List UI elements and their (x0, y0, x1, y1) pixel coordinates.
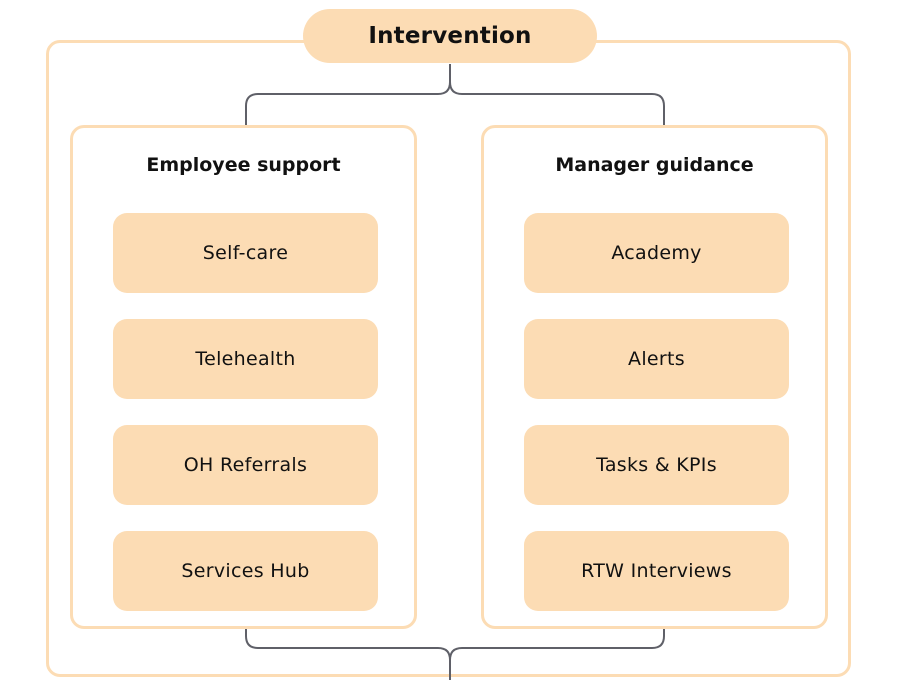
manager-guidance-panel: Manager guidance Academy Alerts Tasks & … (481, 125, 828, 629)
employee-support-list: Self-care Telehealth OH Referrals Servic… (113, 213, 378, 637)
item-services-hub: Services Hub (113, 531, 378, 611)
employee-support-panel: Employee support Self-care Telehealth OH… (70, 125, 417, 629)
bottom-bracket-connector (245, 629, 665, 680)
panel-heading: Manager guidance (555, 154, 754, 176)
item-rtw-interviews: RTW Interviews (524, 531, 789, 611)
item-telehealth: Telehealth (113, 319, 378, 399)
manager-guidance-list: Academy Alerts Tasks & KPIs RTW Intervie… (524, 213, 789, 637)
item-oh-referrals: OH Referrals (113, 425, 378, 505)
item-academy: Academy (524, 213, 789, 293)
panel-heading: Employee support (146, 154, 341, 176)
item-alerts: Alerts (524, 319, 789, 399)
top-bracket-connector (245, 64, 665, 125)
item-self-care: Self-care (113, 213, 378, 293)
intervention-title: Intervention (303, 9, 597, 63)
item-tasks-kpis: Tasks & KPIs (524, 425, 789, 505)
